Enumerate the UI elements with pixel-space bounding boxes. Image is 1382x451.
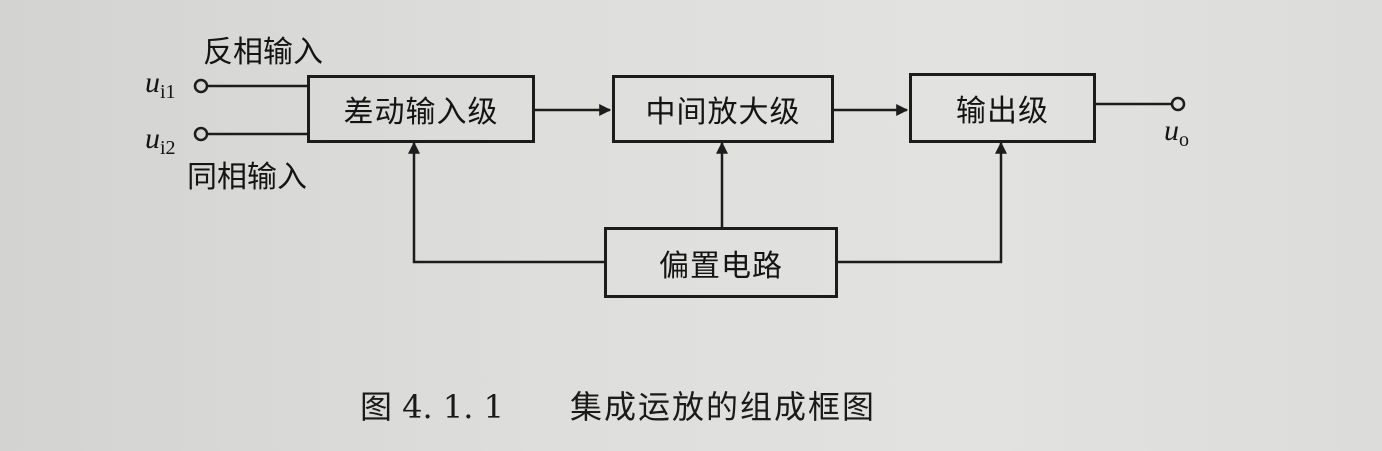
uo-symbol: uo [1164,114,1189,151]
output-terminal [1170,96,1186,112]
bias-to-diff-wire [408,141,604,264]
figure-title: 集成运放的组成框图 [570,388,877,426]
bias-to-out-wire [838,141,1007,264]
figure-number: 图 4. 1. 1 [360,388,504,426]
input-terminal-ui1 [193,78,209,94]
differential-input-stage-block: 差动输入级 [307,75,535,143]
bias-circuit-block: 偏置电路 [604,227,838,298]
output-stage-block: 输出级 [909,73,1096,143]
noninverting-input-label: 同相输入 [187,160,307,195]
ui1-symbol: ui1 [145,66,176,103]
ui2-symbol: ui2 [145,122,176,159]
input-terminal-ui2 [193,126,209,142]
intermediate-amplifier-block: 中间放大级 [612,75,834,143]
inverting-input-label: 反相输入 [203,35,323,70]
